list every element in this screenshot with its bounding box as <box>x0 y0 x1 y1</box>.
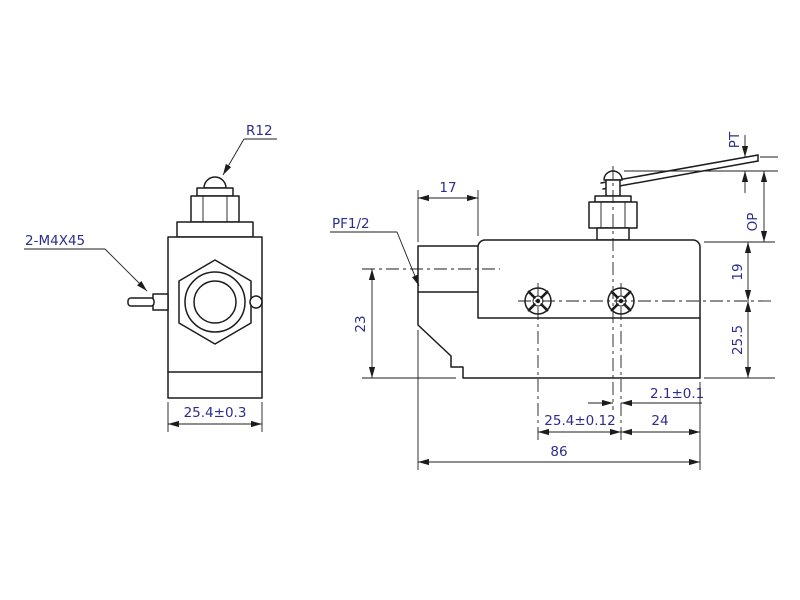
operating-position-label: OP <box>745 213 761 232</box>
conduit-axis-height-dim-text: 23 <box>353 315 369 332</box>
leader-side-screws: 2-M4X45 <box>24 233 148 292</box>
overall-length-dim-text: 86 <box>550 444 567 460</box>
side-plunger-assembly <box>588 170 638 241</box>
dim-front-body-width: 25.4±0.3 <box>167 402 263 432</box>
side-housing <box>477 239 701 319</box>
front-top-cap <box>176 221 254 238</box>
dim-screw-spacing: 25.4±0.12 <box>538 413 621 436</box>
side-screws-label: 2-M4X45 <box>25 233 85 249</box>
dim-screw-to-edge: 24 <box>621 413 700 436</box>
centerlines <box>362 166 775 440</box>
screw-to-edge-dim-text: 24 <box>651 413 668 429</box>
dim-right-vertical: 19 25.5 <box>704 241 775 379</box>
side-view <box>362 154 775 440</box>
front-hex-collar <box>190 195 240 223</box>
plunger-radius-label: R12 <box>246 123 273 139</box>
dim-overall-length: 86 <box>417 330 701 470</box>
front-hex-boss <box>178 259 252 345</box>
front-body-width-dim-text: 25.4±0.3 <box>184 405 247 421</box>
front-bore-inner <box>193 280 237 324</box>
dim-op-pt: OP PT <box>624 131 778 242</box>
front-plunger-flange <box>196 187 234 197</box>
side-lever-arm <box>600 154 759 190</box>
dim-conduit-length: 17 <box>417 180 479 242</box>
dim-conduit-axis-height: 23 <box>353 269 456 379</box>
release-position-label: PT <box>727 131 743 148</box>
leader-r12: R12 <box>222 123 277 176</box>
front-view <box>127 176 263 399</box>
front-left-screw-shaft <box>127 297 155 307</box>
conduit-thread-label: PF1/2 <box>332 216 370 232</box>
front-plunger-dome <box>203 176 227 189</box>
front-left-screw-head <box>152 293 169 311</box>
screw-axis-to-base-dim-text: 25.5 <box>730 325 746 355</box>
conduit-length-dim-text: 17 <box>439 180 456 196</box>
top-to-screw-axis-dim-text: 19 <box>730 263 746 280</box>
plunger-offset-dim-text: 2.1±0.1 <box>650 386 704 402</box>
dim-plunger-offset: 2.1±0.1 <box>588 386 704 407</box>
front-bore-outer <box>184 271 246 333</box>
side-base-profile <box>417 245 701 379</box>
front-right-screw-tip <box>249 295 263 309</box>
leader-conduit-thread: PF1/2 <box>330 216 420 287</box>
screw-spacing-dim-text: 25.4±0.12 <box>544 413 615 429</box>
